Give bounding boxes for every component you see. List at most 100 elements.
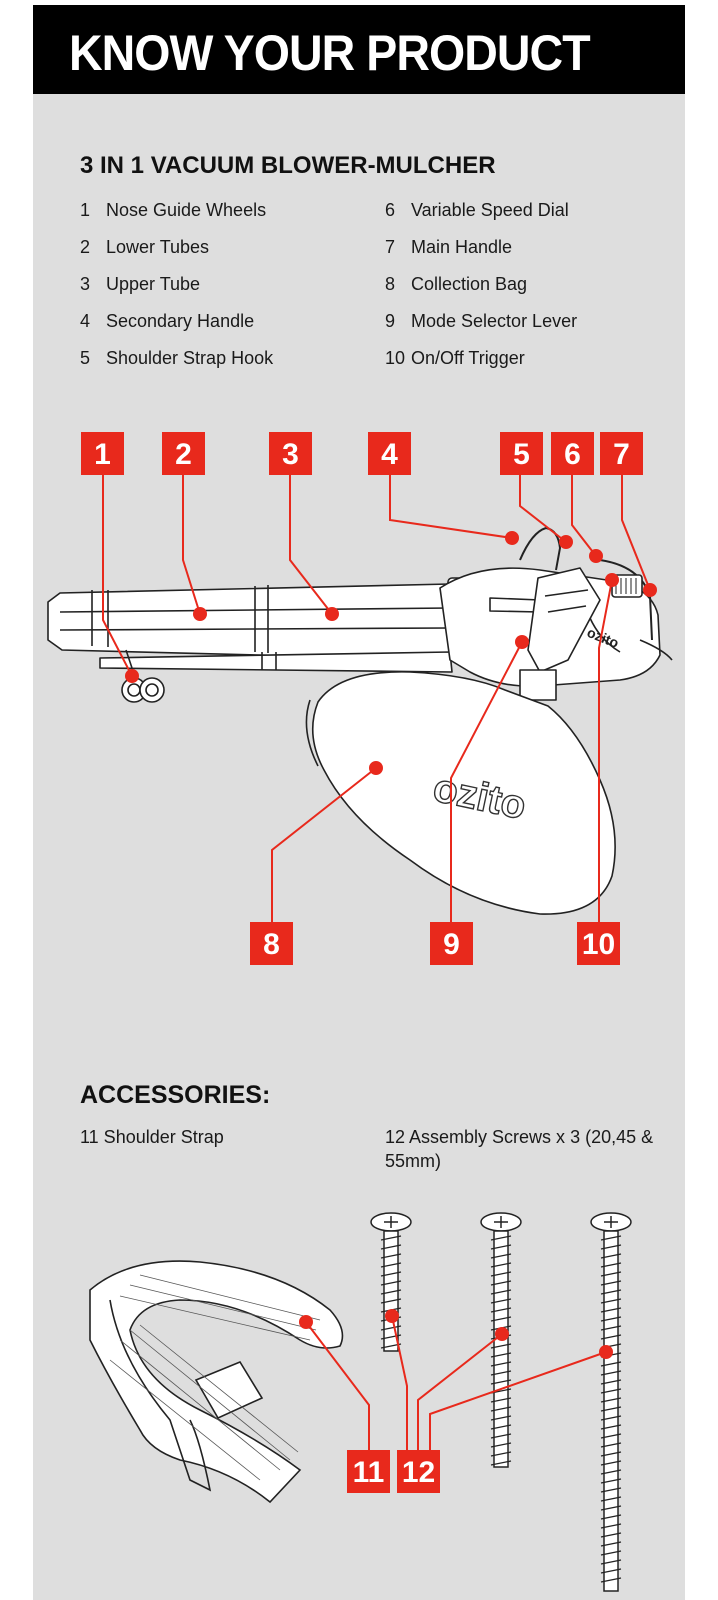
screw-thread — [600, 1334, 622, 1340]
part-number: 1 — [80, 200, 91, 220]
part-label: Main Handle — [411, 237, 513, 257]
screw-thread — [490, 1343, 512, 1349]
screw-thread — [600, 1577, 622, 1583]
part-label: Shoulder Strap Hook — [106, 348, 274, 368]
callout-12: 12 — [397, 1450, 440, 1493]
callout-11: 11 — [347, 1450, 390, 1493]
screw-thread — [490, 1244, 512, 1250]
screw-thread — [490, 1433, 512, 1439]
callout-6: 6 — [551, 432, 594, 475]
screw-thread — [490, 1316, 512, 1322]
part-label: Secondary Handle — [106, 311, 255, 331]
screw-thread — [600, 1397, 622, 1403]
part-label: Mode Selector Lever — [411, 311, 578, 331]
blower-mulcher-drawing — [47, 527, 673, 703]
screw-thread — [600, 1379, 622, 1385]
screw-thread — [380, 1253, 402, 1259]
callout-4-label: 4 — [381, 438, 398, 471]
screw-thread — [600, 1550, 622, 1556]
screw-thread — [600, 1307, 622, 1313]
callout-6-label: 6 — [564, 438, 581, 471]
screw-thread — [490, 1235, 512, 1241]
screw-thread — [490, 1406, 512, 1412]
screw-55mm — [590, 1212, 632, 1592]
callout-5: 5 — [500, 432, 543, 475]
callout-8-label: 8 — [263, 928, 280, 961]
part-number: 2 — [80, 237, 91, 257]
screw-thread — [490, 1379, 512, 1385]
screw-thread — [600, 1514, 622, 1520]
part-number: 9 — [385, 311, 396, 331]
screw-thread — [490, 1262, 512, 1268]
part-number: 8 — [385, 274, 396, 294]
screw-thread — [600, 1433, 622, 1439]
header-bar: KNOW YOUR PRODUCT — [33, 5, 685, 94]
screw-thread — [600, 1505, 622, 1511]
screw-thread — [600, 1316, 622, 1322]
screw-thread — [490, 1271, 512, 1277]
part-item-1: 1 Nose Guide Wheels — [80, 200, 266, 221]
part-number: 5 — [80, 348, 91, 368]
screw-thread — [600, 1415, 622, 1421]
screw-thread — [600, 1469, 622, 1475]
screw-thread — [380, 1244, 402, 1250]
screw-thread — [600, 1235, 622, 1241]
leader-lines — [102, 474, 651, 1450]
screw-thread — [600, 1298, 622, 1304]
callout-3: 3 — [269, 432, 312, 475]
screw-thread — [600, 1361, 622, 1367]
screw-thread — [380, 1271, 402, 1277]
screw-thread — [600, 1487, 622, 1493]
callout-9: 9 — [430, 922, 473, 965]
part-item-7: 7 Main Handle — [385, 237, 512, 258]
collection-bag-drawing — [305, 671, 616, 915]
callout-4: 4 — [368, 432, 411, 475]
screw-thread — [490, 1298, 512, 1304]
screw-thread — [490, 1397, 512, 1403]
screw-thread — [490, 1442, 512, 1448]
screw-thread — [600, 1370, 622, 1376]
screw-thread — [380, 1280, 402, 1286]
shoulder-strap-drawing — [89, 1260, 344, 1504]
screw-thread — [380, 1325, 402, 1331]
part-number: 3 — [80, 274, 91, 294]
callout-5-label: 5 — [513, 438, 530, 471]
screw-thread — [600, 1559, 622, 1565]
callout-11-label: 11 — [353, 1456, 385, 1489]
part-label: Nose Guide Wheels — [106, 200, 267, 220]
screw-thread — [600, 1532, 622, 1538]
screw-thread — [600, 1541, 622, 1547]
screw-thread — [380, 1235, 402, 1241]
callout-1: 1 — [81, 432, 124, 475]
screw-thread — [490, 1253, 512, 1259]
screws-drawing — [370, 1212, 632, 1592]
part-label: Variable Speed Dial — [411, 200, 569, 220]
accessory-item-11: 11 Shoulder Strap — [80, 1127, 224, 1147]
screw-thread — [600, 1406, 622, 1412]
screw-thread — [490, 1415, 512, 1421]
screw-thread — [600, 1244, 622, 1250]
part-number: 7 — [385, 237, 396, 257]
callout-10-label: 10 — [582, 928, 615, 961]
callout-1-label: 1 — [94, 438, 111, 471]
screw-thread — [490, 1352, 512, 1358]
part-item-5: 5 Shoulder Strap Hook — [80, 348, 273, 369]
callout-8: 8 — [250, 922, 293, 965]
part-label: Lower Tubes — [106, 237, 210, 257]
screw-thread — [600, 1271, 622, 1277]
callout-2-label: 2 — [175, 438, 192, 471]
screw-thread — [490, 1424, 512, 1430]
screw-thread — [490, 1451, 512, 1457]
part-item-2: 2 Lower Tubes — [80, 237, 209, 258]
screw-thread — [600, 1388, 622, 1394]
screw-thread — [600, 1424, 622, 1430]
screw-thread — [600, 1478, 622, 1484]
screw-thread — [600, 1325, 622, 1331]
screw-thread — [380, 1298, 402, 1304]
callout-9-label: 9 — [443, 928, 460, 961]
